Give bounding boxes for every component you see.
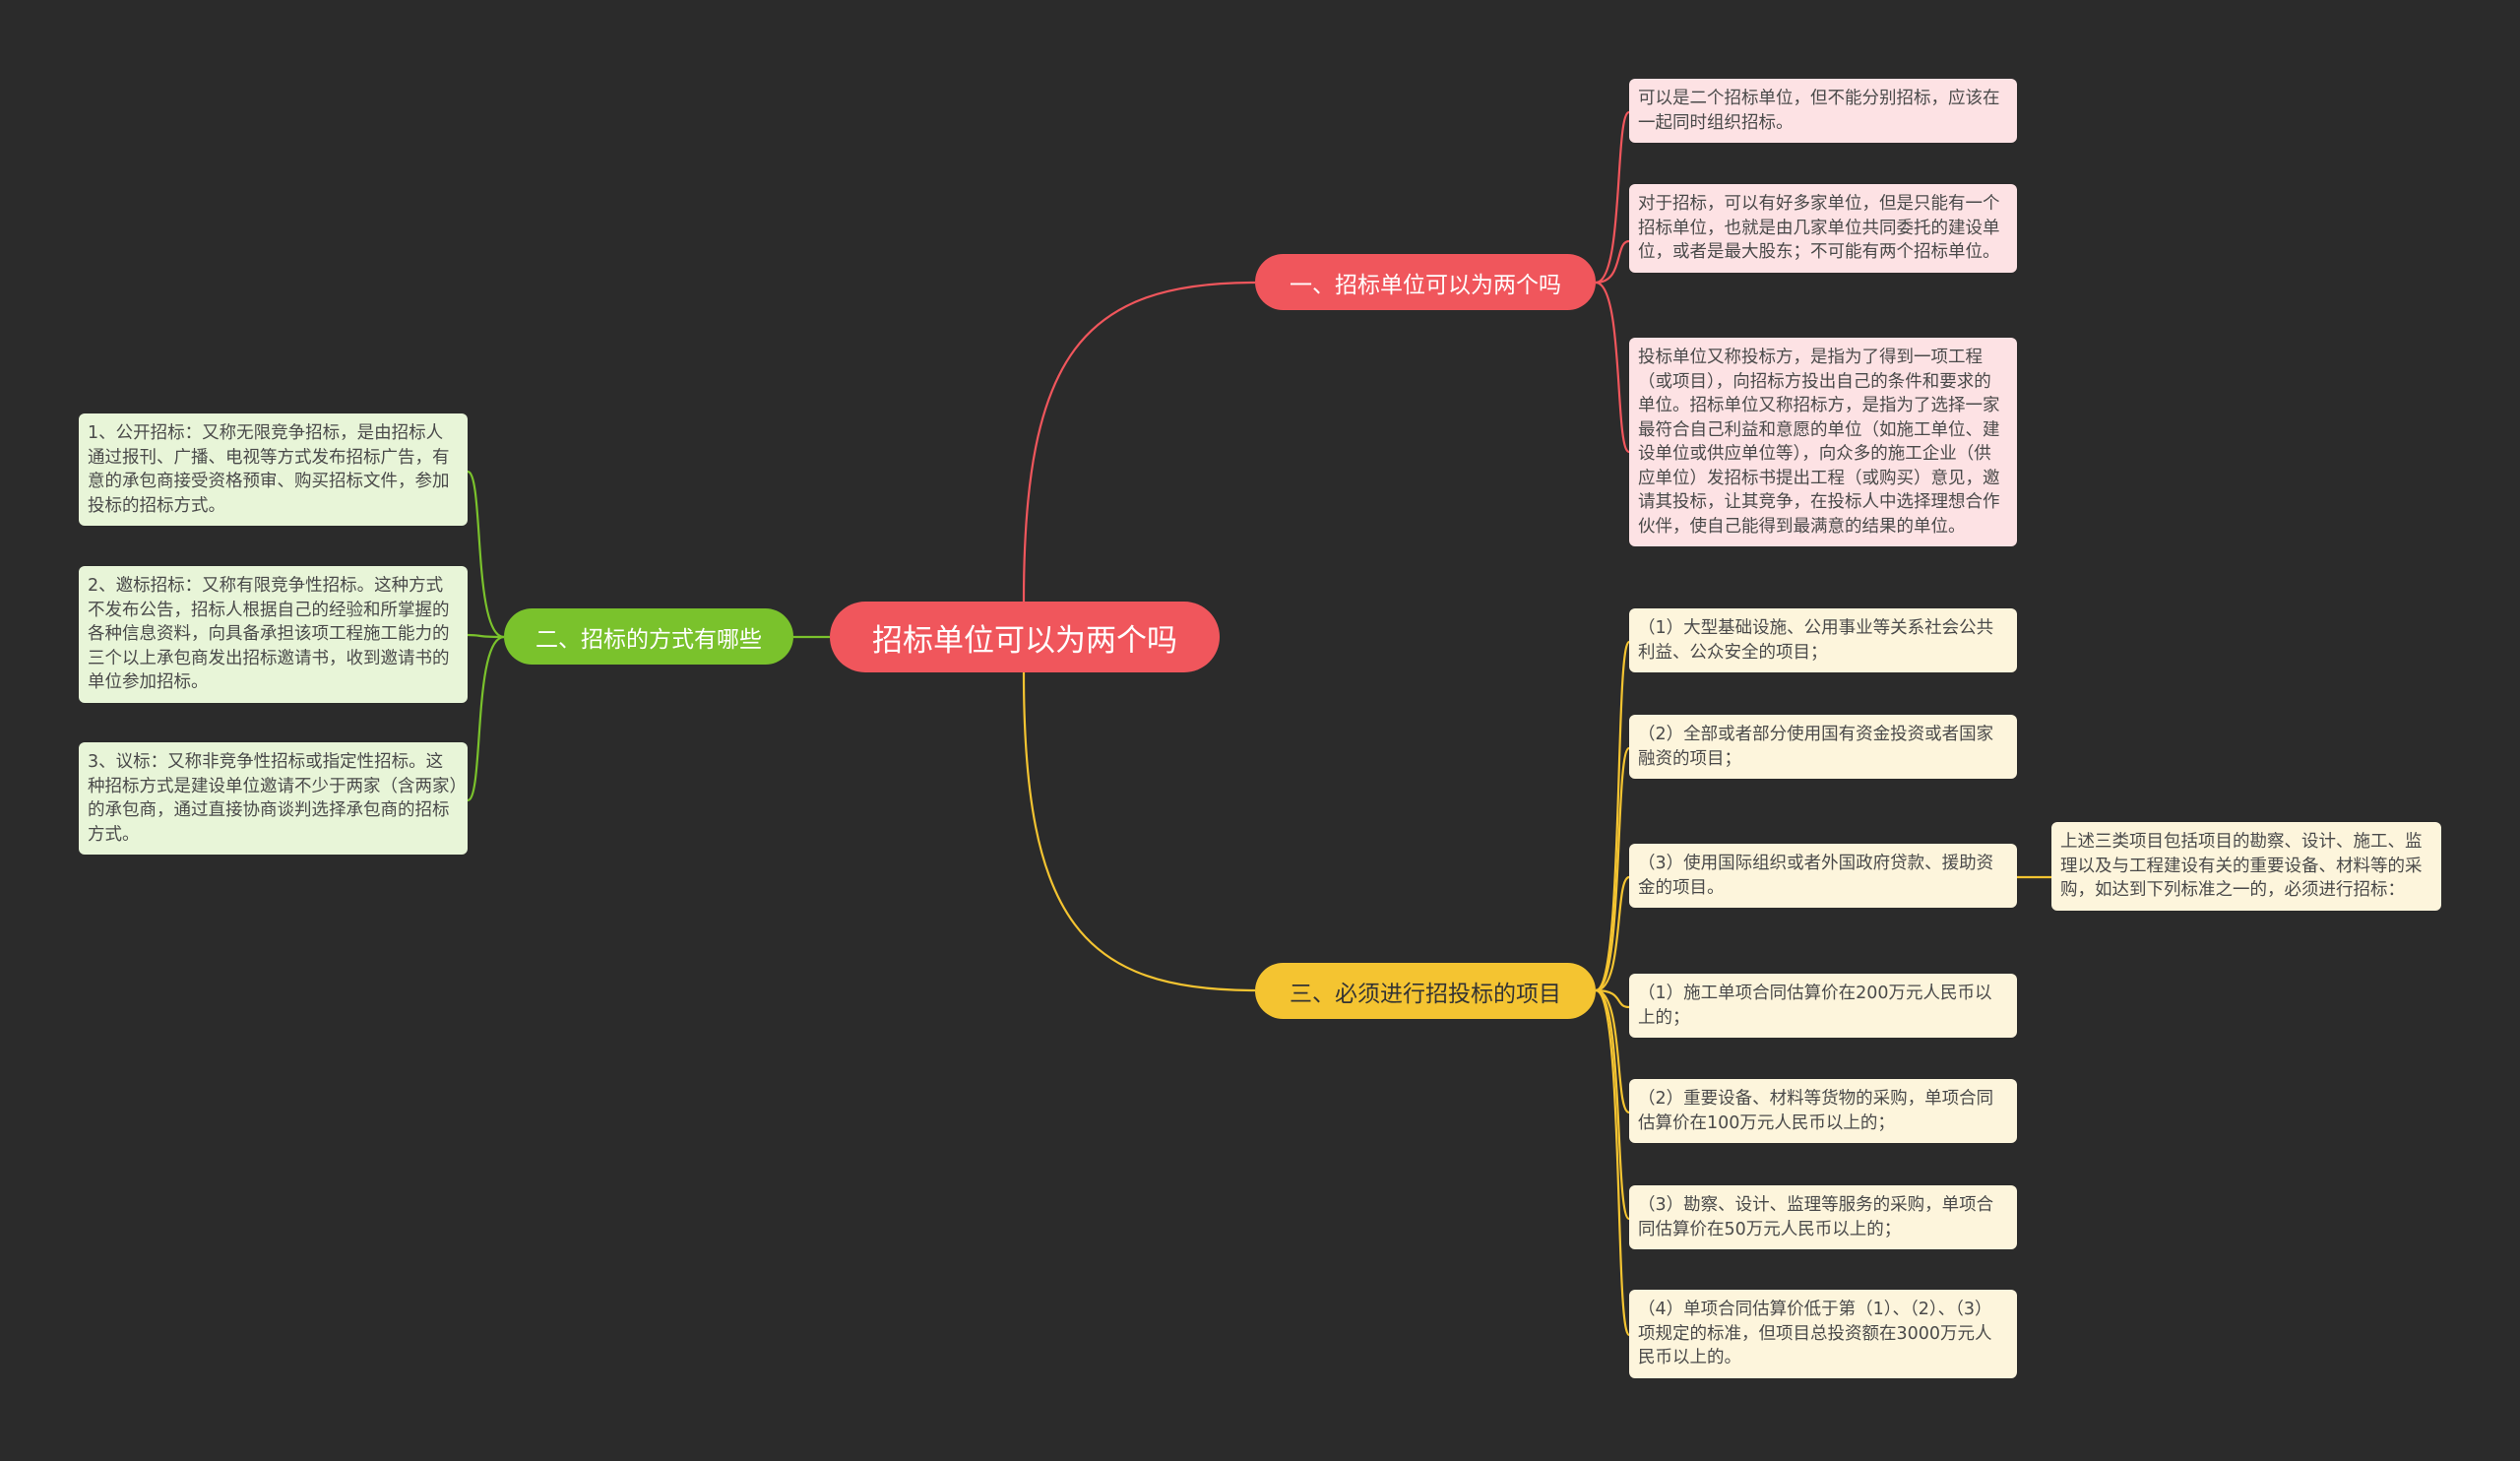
branch-label: 二、招标的方式有哪些: [536, 626, 762, 653]
leaf-text: （1）施工单项合同估算价在200万元人民币以上的；: [1638, 984, 1992, 1028]
link-b3-leaf4: [1595, 988, 1630, 1009]
link-b3-leaf2: [1595, 746, 1631, 992]
root-node[interactable]: 招标单位可以为两个吗: [830, 602, 1220, 672]
link-b3-leaf5: [1595, 988, 1630, 1114]
leaf-text: 3、议标：又称非竞争性招标或指定性招标。这种招标方式是建设单位邀请不少于两家（含…: [88, 752, 459, 845]
link-b1-leaf3: [1595, 281, 1631, 454]
leaf-node[interactable]: 可以是二个招标单位，但不能分别招标，应该在一起同时组织招标。: [1629, 79, 2017, 143]
leaf-node[interactable]: 1、公开招标：又称无限竞争招标，是由招标人通过报刊、广播、电视等方式发布招标广告…: [79, 413, 468, 526]
sub-note-node[interactable]: 上述三类项目包括项目的勘察、设计、施工、监理以及与工程建设有关的重要设备、材料等…: [2051, 822, 2441, 911]
branch-label: 一、招标单位可以为两个吗: [1290, 272, 1561, 298]
leaf-text: （3）使用国际组织或者外国政府贷款、援助资金的项目。: [1638, 854, 1994, 898]
leaf-node[interactable]: （1）施工单项合同估算价在200万元人民币以上的；: [1629, 974, 2017, 1038]
leaf-text: 2、邀标招标：又称有限竞争性招标。这种方式不发布公告，招标人根据自己的经验和所掌…: [88, 576, 450, 692]
leaf-text: （3）勘察、设计、监理等服务的采购，单项合同估算价在50万元人民币以上的；: [1638, 1195, 1994, 1239]
leaf-node[interactable]: （1）大型基础设施、公用事业等关系社会公共利益、公众安全的项目；: [1629, 608, 2017, 672]
link-b3-leaf6: [1595, 988, 1631, 1221]
leaf-node[interactable]: 对于招标，可以有好多家单位，但是只能有一个招标单位，也就是由几家单位共同委托的建…: [1629, 184, 2017, 273]
branch-label: 三、必须进行招投标的项目: [1290, 981, 1561, 1007]
link-b3-leaf7: [1595, 988, 1631, 1337]
branch-node-3[interactable]: 三、必须进行招投标的项目: [1255, 963, 1596, 1019]
branch-node-2[interactable]: 二、招标的方式有哪些: [504, 608, 793, 665]
link-b2-leaf3: [467, 635, 505, 802]
leaf-text: 1、公开招标：又称无限竞争招标，是由招标人通过报刊、广播、电视等方式发布招标广告…: [88, 423, 450, 516]
leaf-text: （2）重要设备、材料等货物的采购，单项合同估算价在100万元人民币以上的；: [1638, 1089, 1994, 1133]
link-b1-leaf2: [1595, 239, 1630, 285]
leaf-text: （4）单项合同估算价低于第（1）、（2）、（3）项规定的标准，但项目总投资额在3…: [1638, 1300, 1992, 1367]
leaf-text: （1）大型基础设施、公用事业等关系社会公共利益、公众安全的项目；: [1638, 618, 1994, 663]
leaf-node[interactable]: （3）使用国际组织或者外国政府贷款、援助资金的项目。: [1629, 844, 2017, 908]
leaf-text: 对于招标，可以有好多家单位，但是只能有一个招标单位，也就是由几家单位共同委托的建…: [1638, 194, 2000, 262]
leaf-node[interactable]: （2）重要设备、材料等货物的采购，单项合同估算价在100万元人民币以上的；: [1629, 1079, 2017, 1143]
leaf-text: 可以是二个招标单位，但不能分别招标，应该在一起同时组织招标。: [1638, 89, 2000, 133]
link-b2-leaf1: [467, 470, 505, 639]
leaf-text: 投标单位又称投标方，是指为了得到一项工程（或项目），向招标方投出自己的条件和要求…: [1638, 348, 2000, 537]
leaf-node[interactable]: （2）全部或者部分使用国有资金投资或者国家融资的项目；: [1629, 715, 2017, 779]
leaf-text: （2）全部或者部分使用国有资金投资或者国家融资的项目；: [1638, 725, 1994, 769]
leaf-node[interactable]: 投标单位又称投标方，是指为了得到一项工程（或项目），向招标方投出自己的条件和要求…: [1629, 338, 2017, 546]
link-b3-leaf3: [1595, 875, 1630, 992]
branch-node-1[interactable]: 一、招标单位可以为两个吗: [1255, 254, 1596, 310]
leaf-node[interactable]: 2、邀标招标：又称有限竞争性招标。这种方式不发布公告，招标人根据自己的经验和所掌…: [79, 566, 468, 703]
root-label: 招标单位可以为两个吗: [872, 622, 1177, 659]
link-b2-leaf2: [467, 633, 505, 639]
link-root-b3: [1022, 671, 1256, 992]
link-b1-leaf1: [1595, 110, 1631, 285]
leaf-node[interactable]: 3、议标：又称非竞争性招标或指定性招标。这种招标方式是建设单位邀请不少于两家（含…: [79, 742, 468, 855]
leaf-node[interactable]: （3）勘察、设计、监理等服务的采购，单项合同估算价在50万元人民币以上的；: [1629, 1185, 2017, 1249]
sub-note-text: 上述三类项目包括项目的勘察、设计、施工、监理以及与工程建设有关的重要设备、材料等…: [2060, 832, 2423, 900]
link-b3-leaf1: [1595, 640, 1631, 992]
leaf-node[interactable]: （4）单项合同估算价低于第（1）、（2）、（3）项规定的标准，但项目总投资额在3…: [1629, 1290, 2017, 1378]
link-root-b1: [1022, 281, 1256, 603]
